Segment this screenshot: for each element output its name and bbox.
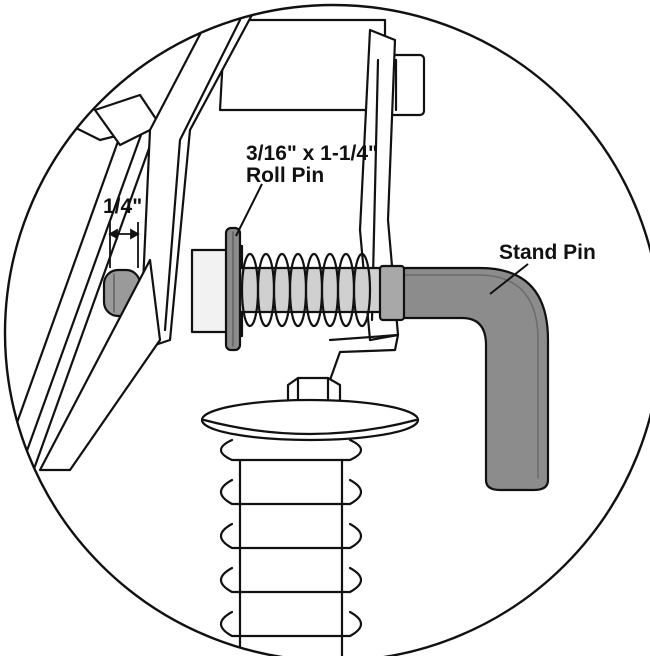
stand-pin	[380, 266, 550, 492]
shaft-spring	[240, 252, 372, 328]
roll-pin-leader	[235, 183, 263, 237]
stand-pin-shade	[399, 274, 539, 479]
detail-circle	[3, 3, 650, 656]
roll-pin-name-label: Roll Pin	[246, 164, 325, 187]
stand-pin-leader	[489, 263, 529, 295]
roll-pin-size-label: 3/16" x 1-1/4"	[246, 142, 378, 165]
lever-arm-edge	[18, 108, 152, 472]
mount-block	[190, 248, 232, 334]
stand-pin-collar	[378, 264, 406, 322]
stand-pin-label: Stand Pin	[499, 241, 596, 264]
vertical-spring	[219, 438, 363, 656]
lower-bracket	[328, 333, 400, 382]
roll-pin-callout: 3/16" x 1-1/4" Roll Pin	[246, 143, 378, 187]
frame-plate-inner	[163, 18, 242, 332]
front-lever	[38, 258, 162, 472]
gap-dimension	[108, 222, 140, 268]
upper-block	[218, 18, 387, 112]
gap-dimension-label: 1/4"	[103, 195, 143, 218]
